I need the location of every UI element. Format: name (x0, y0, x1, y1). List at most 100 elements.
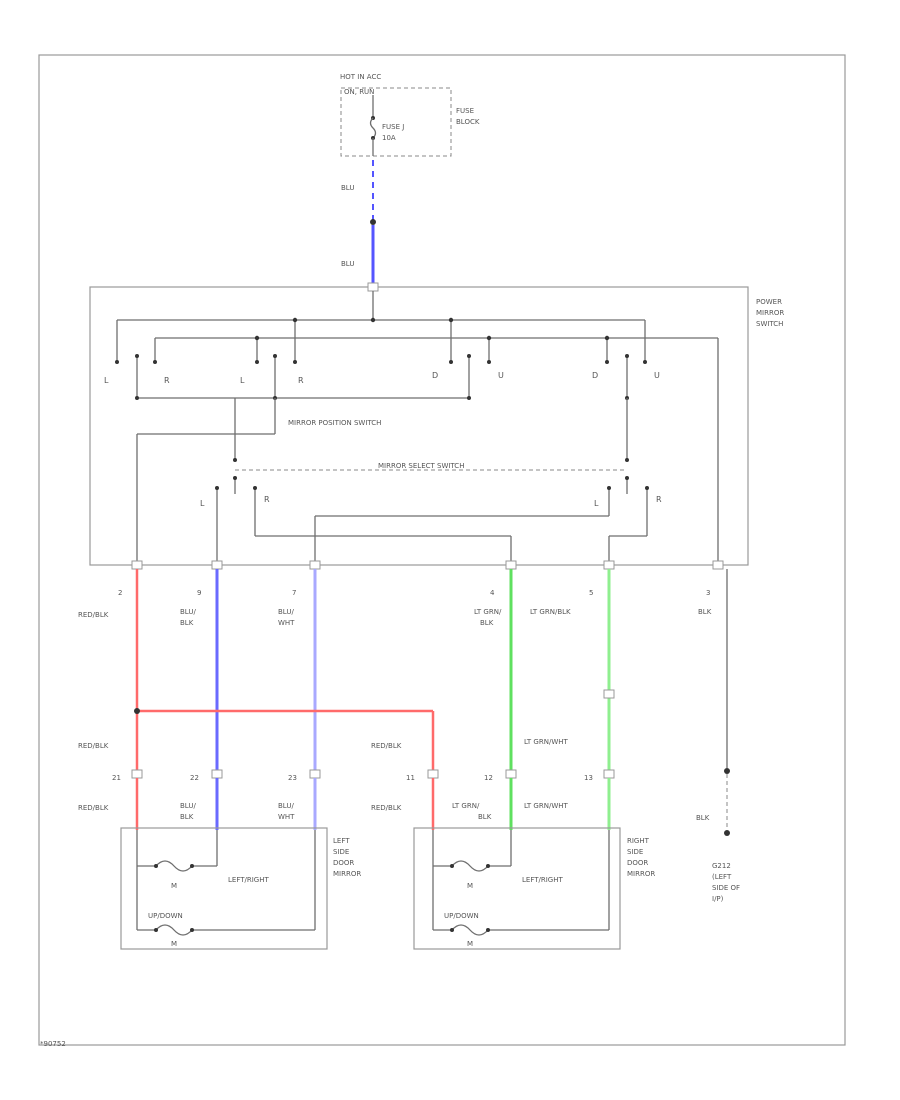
right-lr-motor (432, 830, 512, 872)
wire-color-top-1: RED/BLK (78, 611, 109, 619)
right-ud-label: UP/DOWN (444, 912, 479, 920)
blu-label-2: BLU (341, 260, 354, 268)
pin-4: 4 (490, 589, 495, 597)
pin-3: 3 (706, 589, 710, 597)
select-label-3: L (594, 499, 599, 508)
contact-label-7: D (592, 371, 598, 380)
wire-color-top-4b: BLK (480, 619, 494, 627)
wire-color-bottom-5a: LT GRN/ (452, 802, 480, 810)
power-mirror-switch-box (89, 286, 749, 566)
select-label-1: L (200, 499, 205, 508)
mirror-select-switch-label: MIRROR SELECT SWITCH (378, 462, 464, 470)
ground-point (724, 830, 730, 836)
left-lr-motor-label: M (171, 882, 177, 890)
power-mirror-switch-label-3: SWITCH (756, 320, 783, 328)
right-mirror-box (413, 827, 621, 950)
hot-in-acc-label: HOT IN ACC (340, 73, 381, 81)
contact-label-3: L (240, 376, 245, 385)
right-mirror-label-4: MIRROR (627, 870, 655, 878)
splice-dot (370, 219, 376, 225)
left-mirror-label-3: DOOR (333, 859, 354, 867)
ground-label-2: (LEFT (712, 873, 732, 881)
fuse-block-label-1: FUSE (456, 107, 474, 115)
select-contacts (215, 486, 649, 565)
fuse-symbol (369, 117, 377, 139)
right-ud-motor (432, 830, 610, 936)
wire-color-top-6: BLK (698, 608, 712, 616)
wire-color-top-3a: BLU/ (278, 608, 294, 616)
pin-2: 2 (118, 589, 122, 597)
ground-label-4: I/P) (712, 895, 724, 903)
wire-color-top-2a: BLU/ (180, 608, 196, 616)
switch-terminals (131, 560, 724, 570)
red-blk-label-left: RED/BLK (78, 742, 109, 750)
left-mirror-box (120, 827, 328, 950)
wire-color-top-5: LT GRN/BLK (530, 608, 571, 616)
lt-grn-wht-label: LT GRN/WHT (524, 738, 569, 746)
left-lr-label: LEFT/RIGHT (228, 876, 269, 884)
contact-drops (116, 320, 646, 362)
left-mirror-label-1: LEFT (333, 837, 350, 845)
pin-22: 22 (190, 774, 199, 782)
red-blk-label-right: RED/BLK (371, 742, 402, 750)
red-splice (134, 708, 140, 714)
mirror-terminals (131, 769, 615, 779)
wire-color-bottom-2b: BLK (180, 813, 194, 821)
position-switch-arms (135, 354, 629, 378)
power-mirror-switch-label-1: POWER (756, 298, 782, 306)
wire-color-bottom-1: RED/BLK (78, 804, 109, 812)
pin-21: 21 (112, 774, 121, 782)
wire-color-bottom-3a: BLU/ (278, 802, 294, 810)
wire-color-bottom-3b: WHT (278, 813, 295, 821)
left-ud-motor (136, 830, 316, 936)
right-mirror-label-3: DOOR (627, 859, 648, 867)
on-run-label: ON, RUN (344, 88, 374, 96)
right-ud-motor-label: M (467, 940, 473, 948)
fuse-label-1: FUSE J (382, 123, 404, 131)
power-mirror-switch-label-2: MIRROR (756, 309, 784, 317)
wire-color-bottom-2a: BLU/ (180, 802, 196, 810)
mirror-position-switch-label: MIRROR POSITION SWITCH (288, 419, 381, 427)
blu-label-1: BLU (341, 184, 354, 192)
right-lr-label: LEFT/RIGHT (522, 876, 563, 884)
right-mirror-label-1: RIGHT (627, 837, 650, 845)
right-lr-motor-label: M (467, 882, 473, 890)
wire-color-top-3b: WHT (278, 619, 295, 627)
left-lr-motor (136, 830, 218, 872)
ground-label-1: G212 (712, 862, 731, 870)
contact-label-8: U (654, 371, 660, 380)
wire-color-bottom-6: LT GRN/WHT (524, 802, 569, 810)
contact-label-6: U (498, 371, 504, 380)
pin-23: 23 (288, 774, 297, 782)
wire-color-top-2b: BLK (180, 619, 194, 627)
ground-wire-label: BLK (696, 814, 710, 822)
figure-code: *90752 (40, 1040, 66, 1048)
junction-dots (115, 317, 647, 364)
pin-11: 11 (406, 774, 415, 782)
contact-label-4: R (298, 376, 304, 385)
contact-label-5: D (432, 371, 438, 380)
pin-9: 9 (197, 589, 201, 597)
wire-color-bottom-4: RED/BLK (371, 804, 402, 812)
select-label-4: R (656, 495, 662, 504)
left-ud-label: UP/DOWN (148, 912, 183, 920)
pin-13: 13 (584, 774, 593, 782)
contact-label-2: R (164, 376, 170, 385)
pin-7: 7 (292, 589, 296, 597)
ground-label-3: SIDE OF (712, 884, 740, 892)
right-mirror-label-2: SIDE (627, 848, 643, 856)
inline-connector (603, 689, 615, 699)
left-ud-motor-label: M (171, 940, 177, 948)
outer-frame (38, 54, 846, 1046)
fuse-label-2: 10A (382, 134, 396, 142)
fuse-block-box (340, 87, 452, 157)
left-mirror-label-4: MIRROR (333, 870, 361, 878)
contact-label-1: L (104, 376, 109, 385)
wire-color-bottom-5b: BLK (478, 813, 492, 821)
wire-color-top-4a: LT GRN/ (474, 608, 502, 616)
fuse-block-label-2: BLOCK (456, 118, 480, 126)
pin-5: 5 (589, 589, 593, 597)
select-label-2: R (264, 495, 270, 504)
left-mirror-label-2: SIDE (333, 848, 349, 856)
